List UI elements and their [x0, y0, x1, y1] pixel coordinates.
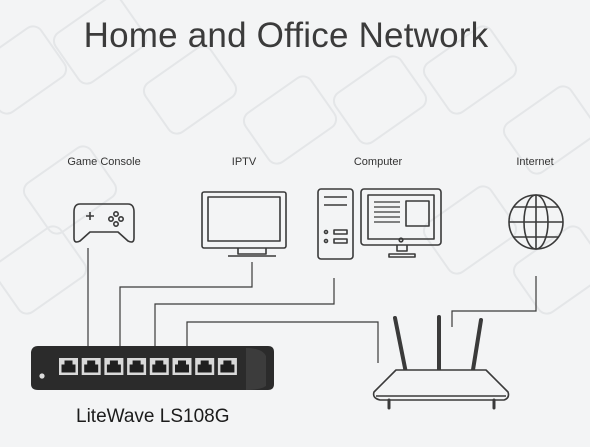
computer-icon — [317, 188, 442, 260]
switch-port — [59, 358, 78, 375]
connection-lines — [87, 248, 537, 363]
switch-port — [217, 358, 237, 375]
router-icon — [372, 315, 510, 410]
device-label-iptv: IPTV — [231, 156, 257, 168]
globe-icon — [508, 194, 564, 250]
line-iptv — [119, 262, 253, 346]
switch-port — [127, 358, 147, 375]
device-label-game-console: Game Console — [67, 156, 141, 168]
line-router-switch — [186, 321, 379, 363]
switch-port — [81, 358, 101, 375]
switch-port — [149, 358, 169, 375]
switch-model-label: LiteWave LS108G — [76, 406, 230, 427]
switch-port — [172, 358, 192, 375]
tv-icon — [201, 191, 287, 257]
gamepad-icon — [73, 203, 135, 243]
switch-port — [195, 358, 215, 375]
device-label-computer: Computer — [353, 156, 403, 168]
switch-port — [104, 358, 124, 375]
switch-ports — [59, 358, 237, 375]
line-internet — [451, 276, 537, 327]
line-computer — [154, 278, 335, 346]
switch-device — [31, 346, 274, 390]
device-label-internet: Internet — [516, 156, 554, 168]
page-title: Home and Office Network — [83, 16, 489, 55]
